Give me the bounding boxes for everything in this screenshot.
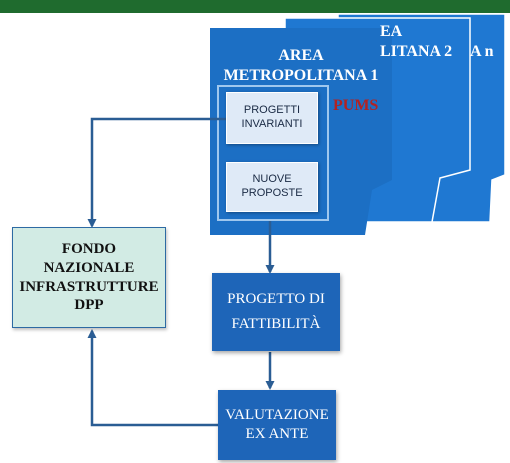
area-2-title: EA LITANA 2 bbox=[380, 22, 465, 62]
area-2-title-line1: EA bbox=[380, 23, 403, 40]
fondo-line4: DPP bbox=[74, 297, 104, 314]
pums-label: PUMS bbox=[333, 97, 379, 114]
progetto-line1: PROGETTO DI bbox=[227, 291, 325, 308]
nuove-proposte-box: NUOVE PROPOSTE bbox=[226, 162, 318, 212]
valutazione-ex-ante-box: VALUTAZIONE EX ANTE bbox=[218, 390, 336, 460]
progetto-fattibilita-box: PROGETTO DI FATTIBILITÀ bbox=[212, 273, 340, 351]
fondo-nazionale-box: FONDO NAZIONALE INFRASTRUTTURE DPP bbox=[12, 227, 166, 328]
area-n-title: A n bbox=[470, 42, 508, 62]
area-1-title-line1: AREA bbox=[278, 47, 324, 64]
top-banner bbox=[0, 0, 510, 13]
progetto-line2: FATTIBILITÀ bbox=[231, 316, 321, 332]
fondo-line1: FONDO bbox=[61, 241, 117, 257]
area-n-title-label: A n bbox=[470, 43, 494, 60]
nuove-line2: PROPOSTE bbox=[241, 187, 303, 199]
valutazione-line2: EX ANTE bbox=[245, 426, 309, 442]
progetti-line2: INVARIANTI bbox=[241, 118, 303, 130]
fondo-line2: NAZIONALE bbox=[43, 259, 135, 276]
progetti-line1: PROGETTI bbox=[243, 104, 301, 117]
area-1-title-line2: METROPOLITANA 1 bbox=[223, 67, 379, 84]
valutazione-line1: VALUTAZIONE bbox=[225, 407, 329, 424]
area-1-inner-frame bbox=[217, 85, 329, 221]
area-2-title-line2: LITANA 2 bbox=[380, 43, 453, 60]
fondo-line3: INFRASTRUTTURE bbox=[19, 278, 159, 295]
nuove-line1: NUOVE bbox=[252, 173, 292, 186]
progetti-invarianti-box: PROGETTI INVARIANTI bbox=[226, 92, 318, 144]
area-1-title: AREA METROPOLITANA 1 bbox=[214, 46, 388, 86]
arrow-progetti-to-fondo bbox=[87, 117, 226, 228]
arrow-valutazione-to-fondo bbox=[87, 329, 218, 427]
